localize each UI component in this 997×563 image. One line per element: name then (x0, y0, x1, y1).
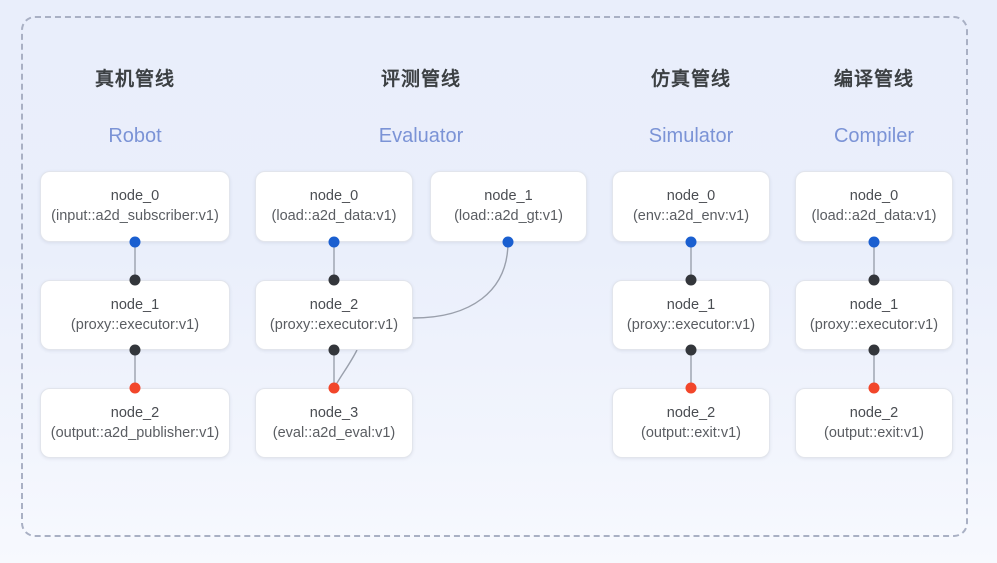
port-input-simulator-2[interactable] (685, 382, 697, 394)
node-name: node_2 (666, 404, 716, 421)
node-evaluator-3[interactable]: node_3 (eval::a2d_eval:v1) (255, 388, 413, 458)
column-subtitle-simulator: Simulator (648, 125, 734, 147)
port-input-robot-1[interactable] (129, 274, 141, 286)
node-type: (load::a2d_data:v1) (811, 208, 937, 224)
port-input-evaluator-2[interactable] (328, 274, 340, 286)
node-robot-2[interactable]: node_2 (output::a2d_publisher:v1) (40, 388, 230, 458)
node-name: node_0 (666, 188, 716, 204)
edge-eval-executor-to-eval (333, 349, 358, 389)
node-type: (load::a2d_data:v1) (271, 208, 397, 224)
port-input-robot-2[interactable] (129, 382, 141, 394)
column-subtitle-robot: Robot (108, 125, 162, 147)
column-title-robot: 真机管线 (94, 69, 175, 90)
node-robot-1[interactable]: node_1 (proxy::executor:v1) (40, 280, 230, 350)
port-output-simulator-1[interactable] (685, 344, 697, 356)
port-input-compiler-1[interactable] (868, 274, 880, 286)
node-name: node_3 (309, 404, 359, 421)
node-name: node_2 (849, 404, 899, 421)
node-compiler-0[interactable]: node_0 (load::a2d_data:v1) (795, 171, 953, 242)
port-output-simulator-0[interactable] (685, 236, 697, 248)
node-evaluator-0[interactable]: node_0 (load::a2d_data:v1) (255, 171, 413, 242)
node-type: (env::a2d_env:v1) (632, 208, 750, 224)
port-output-compiler-0[interactable] (868, 236, 880, 248)
port-input-simulator-1[interactable] (685, 274, 697, 286)
port-input-compiler-2[interactable] (868, 382, 880, 394)
node-name: node_1 (849, 296, 899, 313)
node-compiler-2[interactable]: node_2 (output::exit:v1) (795, 388, 953, 458)
port-output-evaluator-1[interactable] (502, 236, 514, 248)
port-input-evaluator-3[interactable] (328, 382, 340, 394)
column-subtitle-evaluator: Evaluator (378, 125, 464, 147)
node-robot-0[interactable]: node_0 (input::a2d_subscriber:v1) (40, 171, 230, 242)
node-simulator-2[interactable]: node_2 (output::exit:v1) (612, 388, 770, 458)
node-type: (proxy::executor:v1) (70, 316, 200, 333)
node-type: (proxy::executor:v1) (626, 316, 756, 333)
node-type: (output::a2d_publisher:v1) (50, 424, 220, 441)
node-simulator-1[interactable]: node_1 (proxy::executor:v1) (612, 280, 770, 350)
node-name: node_2 (110, 404, 160, 421)
column-title-evaluator: 评测管线 (380, 69, 461, 90)
node-evaluator-2[interactable]: node_2 (proxy::executor:v1) (255, 280, 413, 350)
node-name: node_0 (309, 188, 359, 204)
node-simulator-0[interactable]: node_0 (env::a2d_env:v1) (612, 171, 770, 242)
column-title-simulator: 仿真管线 (650, 69, 731, 90)
node-type: (output::exit:v1) (641, 424, 741, 441)
node-type: (load::a2d_gt:v1) (454, 208, 563, 224)
node-type: (eval::a2d_eval:v1) (272, 424, 396, 441)
node-type: (input::a2d_subscriber:v1) (51, 208, 219, 224)
node-name: node_0 (110, 188, 160, 204)
node-evaluator-1[interactable]: node_1 (load::a2d_gt:v1) (430, 171, 587, 242)
port-output-compiler-1[interactable] (868, 344, 880, 356)
port-output-robot-0[interactable] (129, 236, 141, 248)
port-output-robot-1[interactable] (129, 344, 141, 356)
node-name: node_1 (110, 296, 160, 313)
node-type: (proxy::executor:v1) (809, 316, 939, 333)
column-title-compiler: 编译管线 (833, 69, 914, 90)
column-subtitle-compiler: Compiler (833, 125, 915, 147)
edge-eval-gt-to-executor (412, 241, 509, 319)
port-output-evaluator-2[interactable] (328, 344, 340, 356)
node-name: node_0 (849, 188, 899, 204)
node-compiler-1[interactable]: node_1 (proxy::executor:v1) (795, 280, 953, 350)
node-type: (output::exit:v1) (824, 424, 924, 441)
port-output-evaluator-0[interactable] (328, 236, 340, 248)
node-name: node_1 (484, 188, 533, 204)
node-type: (proxy::executor:v1) (269, 316, 399, 333)
node-name: node_1 (666, 296, 716, 313)
node-name: node_2 (309, 296, 359, 313)
pipeline-group-frame (21, 16, 968, 537)
